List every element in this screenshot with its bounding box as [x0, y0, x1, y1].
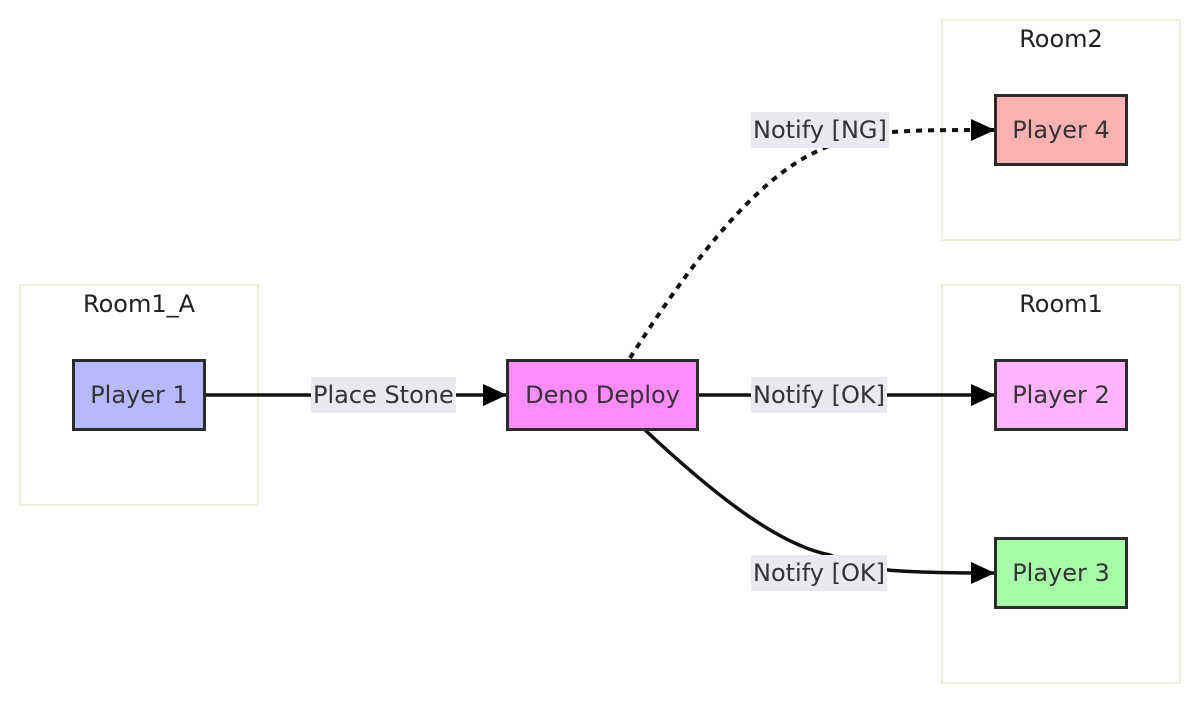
edge-label-notify-ng-player4: Notify [NG] — [751, 112, 889, 148]
node-player4[interactable]: Player 4 — [994, 94, 1128, 166]
edge-label-notify-ok-player2: Notify [OK] — [751, 377, 887, 413]
room2-title: Room2 — [1019, 25, 1103, 53]
room1-container: Room1 — [941, 284, 1181, 684]
node-player4-label: Player 4 — [1012, 116, 1110, 144]
node-player3[interactable]: Player 3 — [994, 537, 1128, 609]
node-player2-label: Player 2 — [1012, 381, 1110, 409]
room1-title: Room1 — [1019, 290, 1103, 318]
node-deno-deploy-label: Deno Deploy — [525, 381, 680, 409]
node-player3-label: Player 3 — [1012, 559, 1110, 587]
node-player2[interactable]: Player 2 — [994, 359, 1128, 431]
node-player1-label: Player 1 — [90, 381, 188, 409]
node-deno-deploy[interactable]: Deno Deploy — [506, 359, 699, 431]
edge-notify-ok-player3 — [643, 428, 995, 584]
node-player1[interactable]: Player 1 — [72, 359, 206, 431]
edge-notify-ng-player4 — [628, 119, 995, 360]
edge-label-place-stone: Place Stone — [311, 377, 456, 413]
room1-a-title: Room1_A — [82, 290, 196, 318]
edge-label-notify-ok-player3: Notify [OK] — [751, 555, 887, 591]
